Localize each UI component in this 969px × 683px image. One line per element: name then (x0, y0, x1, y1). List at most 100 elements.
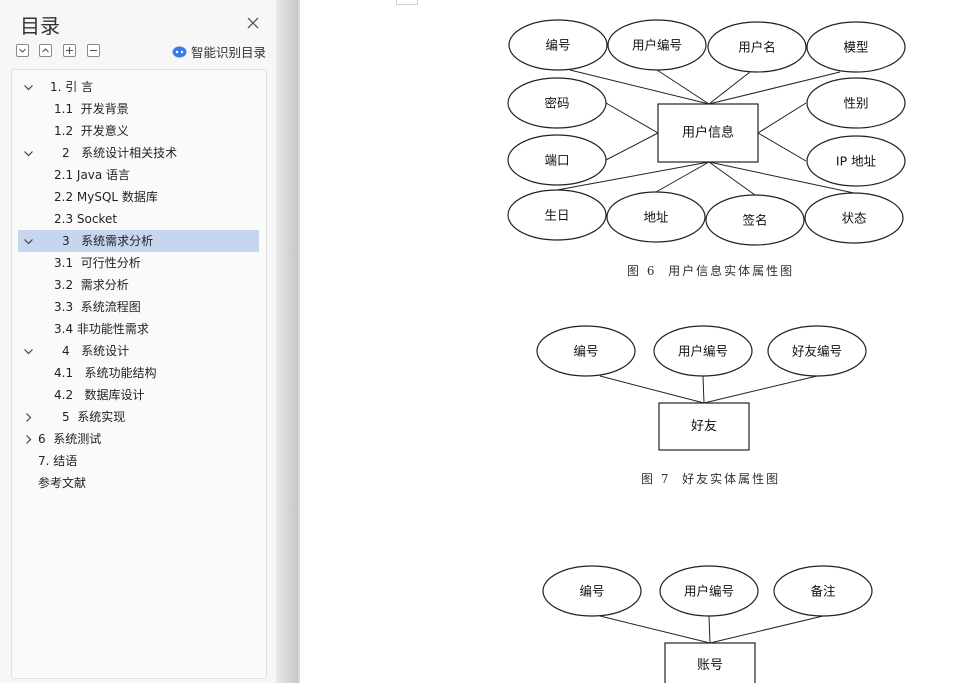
toc-item-label: 2.3 Socket (54, 212, 118, 226)
toc-panel (11, 69, 267, 679)
attribute-label: 生日 (544, 208, 569, 223)
entity-label: 好友 (691, 418, 717, 434)
toc-item[interactable]: 3 系统需求分析 (18, 230, 259, 252)
toc-item[interactable]: 7. 结语 (18, 450, 259, 472)
toc-item-label: 1.1 开发背景 (54, 102, 129, 116)
connector-line (703, 375, 818, 404)
attribute-label: 用户编号 (632, 38, 682, 53)
attribute-ellipse (607, 19, 707, 71)
toc-item-label: 3.3 系统流程图 (54, 300, 141, 314)
page-shadow (276, 0, 300, 683)
toc-item-label: 7. 结语 (38, 454, 78, 468)
attribute-ellipse (542, 565, 642, 617)
toc-item[interactable]: 4.1 系统功能结构 (18, 362, 259, 384)
toc-item[interactable]: 3.4 非功能性需求 (18, 318, 259, 340)
toc-item[interactable]: 3.3 系统流程图 (18, 296, 259, 318)
connector-line (656, 69, 710, 105)
attribute-ellipse (508, 19, 608, 71)
chevron-down-icon[interactable] (23, 236, 34, 247)
chevron-down-icon[interactable] (23, 148, 34, 159)
figure-caption: 图 6 用户信息实体属性图 (627, 264, 795, 278)
chevron-down-icon[interactable] (23, 82, 34, 93)
attribute-label: 端口 (544, 153, 569, 168)
page-top-marker (396, 0, 418, 5)
attribute-ellipse (806, 77, 906, 129)
attribute-label: 状态 (841, 211, 866, 226)
toc-item[interactable]: 3.1 可行性分析 (18, 252, 259, 274)
connector-line (599, 615, 711, 644)
attribute-ellipse (606, 191, 706, 243)
connector-line (605, 102, 659, 134)
toc-item[interactable]: 3.2 需求分析 (18, 274, 259, 296)
attribute-ellipse (806, 135, 906, 187)
entity-box (664, 642, 756, 683)
entity-box (657, 103, 759, 163)
attribute-label: 地址 (643, 210, 669, 225)
connector-line (556, 161, 710, 191)
attribute-label: 编号 (545, 38, 570, 53)
attribute-label: IP 地址 (836, 154, 877, 169)
attribute-ellipse (773, 565, 873, 617)
ai-recognize-label: 智能识别目录 (191, 45, 267, 60)
remove-heading-icon[interactable] (87, 44, 100, 57)
toc-title: 目录 (20, 14, 60, 38)
attribute-ellipse (659, 565, 759, 617)
toc-item-label: 1. 引 言 (50, 80, 94, 94)
toc-item-label: 4.1 系统功能结构 (54, 366, 157, 380)
attribute-ellipse (653, 325, 753, 377)
collapse-all-icon[interactable] (16, 44, 29, 57)
ai-recognize-toc-button[interactable]: 智能识别目录 (172, 43, 266, 60)
toc-item[interactable]: 2.3 Socket (18, 208, 259, 230)
connector-line (708, 161, 855, 194)
attribute-ellipse (707, 21, 807, 73)
attribute-ellipse (806, 21, 906, 73)
toc-item-label: 3.4 非功能性需求 (54, 322, 149, 336)
attribute-ellipse (507, 189, 607, 241)
chevron-right-icon[interactable] (23, 434, 34, 445)
connector-line (708, 615, 711, 644)
toc-item[interactable]: 1.1 开发背景 (18, 98, 259, 120)
attribute-ellipse (804, 192, 904, 244)
attribute-label: 备注 (810, 584, 836, 599)
attribute-label: 编号 (579, 584, 604, 599)
chevron-down-icon[interactable] (23, 346, 34, 357)
connector-line (605, 132, 659, 161)
figure-caption: 图 7 好友实体属性图 (641, 472, 781, 486)
connector-line (708, 161, 756, 196)
attribute-ellipse (705, 194, 805, 246)
attribute-label: 用户编号 (684, 584, 734, 599)
connector-line (569, 69, 710, 105)
toc-item[interactable]: 2.2 MySQL 数据库 (18, 186, 259, 208)
attribute-label: 签名 (742, 213, 767, 228)
toc-item-label: 3.1 可行性分析 (54, 256, 141, 270)
attribute-label: 密码 (544, 96, 569, 111)
toc-item-label: 4 系统设计 (62, 344, 130, 358)
toc-item-label: 3 系统需求分析 (62, 234, 154, 248)
toc-item[interactable]: 4.2 数据库设计 (18, 384, 259, 406)
close-icon[interactable] (244, 14, 262, 32)
attribute-ellipse (507, 77, 607, 129)
connector-line (757, 102, 807, 134)
toc-item[interactable]: 2.1 Java 语言 (18, 164, 259, 186)
entity-box (658, 402, 750, 451)
chevron-right-icon[interactable] (23, 412, 34, 423)
toc-item[interactable]: 1. 引 言 (18, 76, 259, 98)
attribute-ellipse (767, 325, 867, 377)
connector-line (702, 375, 705, 404)
toc-item[interactable]: 6 系统测试 (18, 428, 259, 450)
connector-line (708, 71, 751, 105)
attribute-label: 用户名 (738, 40, 776, 55)
toc-item-label: 3.2 需求分析 (54, 278, 129, 292)
toc-item[interactable]: 1.2 开发意义 (18, 120, 259, 142)
toc-item[interactable]: 5 系统实现 (18, 406, 259, 428)
toc-item[interactable]: 2 系统设计相关技术 (18, 142, 259, 164)
toc-item[interactable]: 参考文献 (18, 472, 259, 494)
toc-item[interactable]: 4 系统设计 (18, 340, 259, 362)
expand-level-icon[interactable] (39, 44, 52, 57)
attribute-label: 用户编号 (678, 344, 728, 359)
add-heading-icon[interactable] (63, 44, 76, 57)
toc-item-label: 6 系统测试 (38, 432, 102, 446)
